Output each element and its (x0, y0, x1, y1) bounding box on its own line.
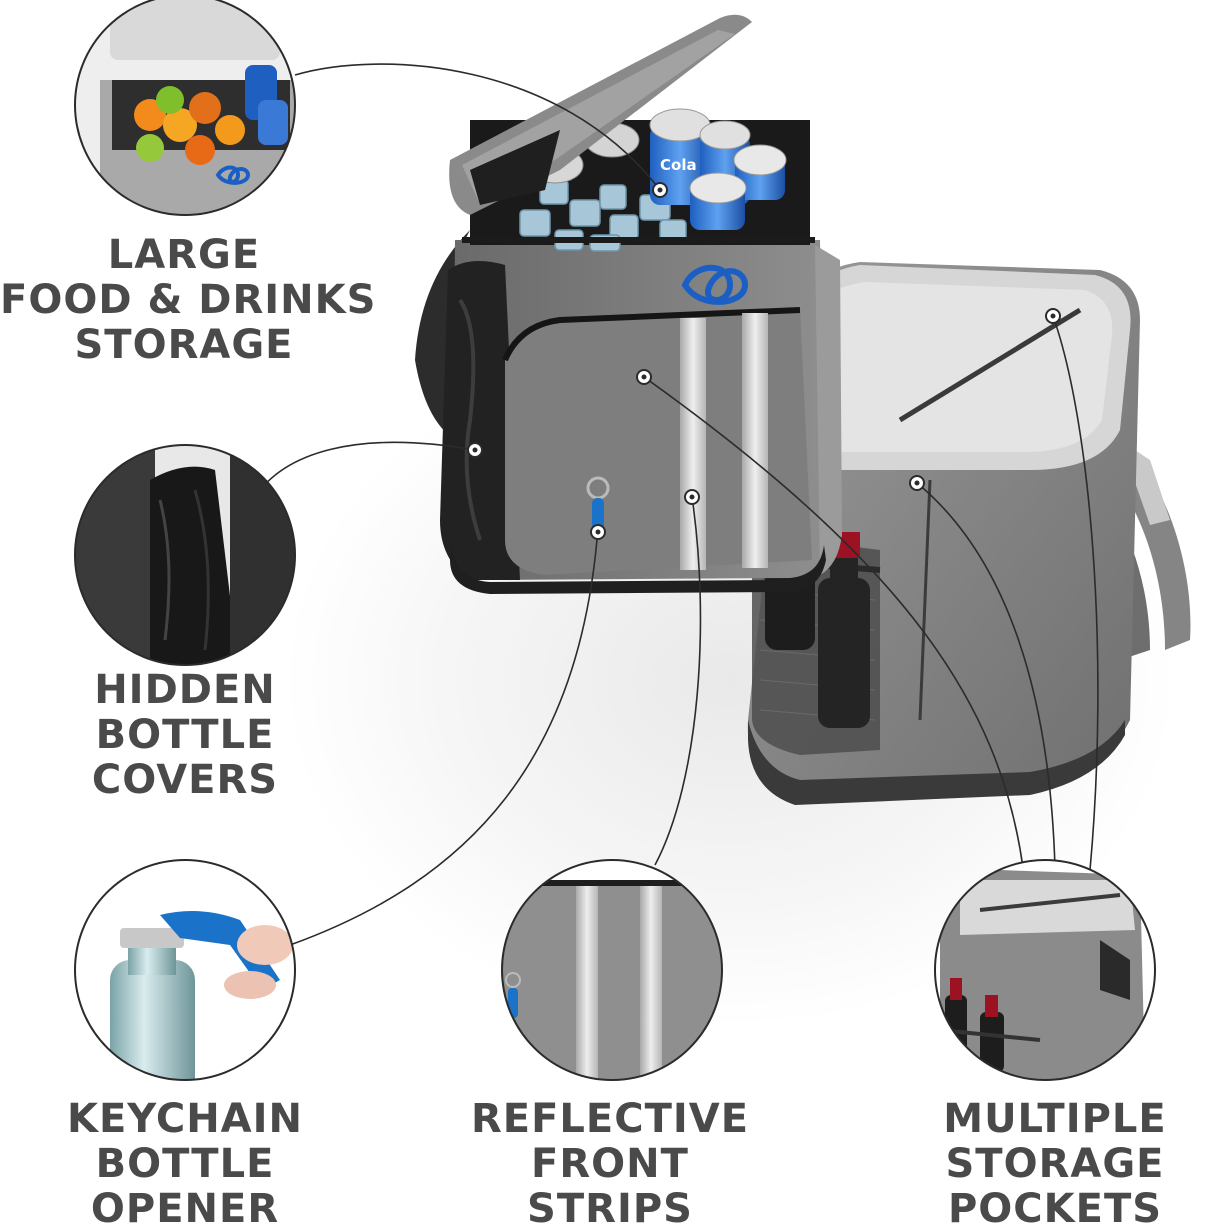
infinity-logo-icon (681, 264, 749, 305)
callout-lines (249, 63, 1099, 946)
feature-label-line: KEYCHAIN (66, 1096, 303, 1142)
feature-label-line: FOOD & DRINKS (0, 277, 377, 323)
feature-label-food-storage: LARGE FOOD & DRINKS STORAGE (0, 232, 377, 368)
feature-label-line: LARGE (107, 232, 261, 278)
feature-label-line: OPENER (90, 1186, 280, 1232)
feature-label-line: BOTTLE (95, 712, 275, 758)
cola-can-label: Cola (660, 156, 697, 174)
feature-label-line: REFLECTIVE (470, 1096, 750, 1142)
feature-label-reflective-strips: REFLECTIVE FRONT STRIPS (455, 1097, 765, 1232)
feature-label-line: BOTTLE (95, 1141, 275, 1187)
feature-label-line: STRIPS (527, 1186, 693, 1232)
callout-markers (467, 182, 1061, 540)
feature-label-line: FRONT (531, 1141, 689, 1187)
feature-label-line: HIDDEN (94, 667, 276, 713)
detail-circle-storage-pockets (934, 859, 1156, 1081)
feature-label-line: POCKETS (947, 1186, 1163, 1232)
ice-cubes (519, 179, 687, 252)
cooler-backpack-front: Cola (415, 14, 842, 594)
feature-label-keychain-opener: KEYCHAIN BOTTLE OPENER (30, 1097, 340, 1232)
detail-circle-food-storage (74, 0, 296, 216)
detail-circle-reflective-strips (501, 859, 723, 1081)
reflective-strip-right (742, 313, 768, 568)
detail-circle-keychain-opener (74, 859, 296, 1081)
feature-label-line: MULTIPLE (943, 1096, 1167, 1142)
feature-label-line: STORAGE (74, 322, 294, 368)
feature-label-line: COVERS (91, 757, 279, 803)
feature-label-bottle-covers: HIDDEN BOTTLE COVERS (40, 668, 330, 803)
reflective-strip-left (680, 318, 706, 570)
feature-label-storage-pockets: MULTIPLE STORAGE POCKETS (905, 1097, 1205, 1232)
feature-label-line: STORAGE (945, 1141, 1165, 1187)
